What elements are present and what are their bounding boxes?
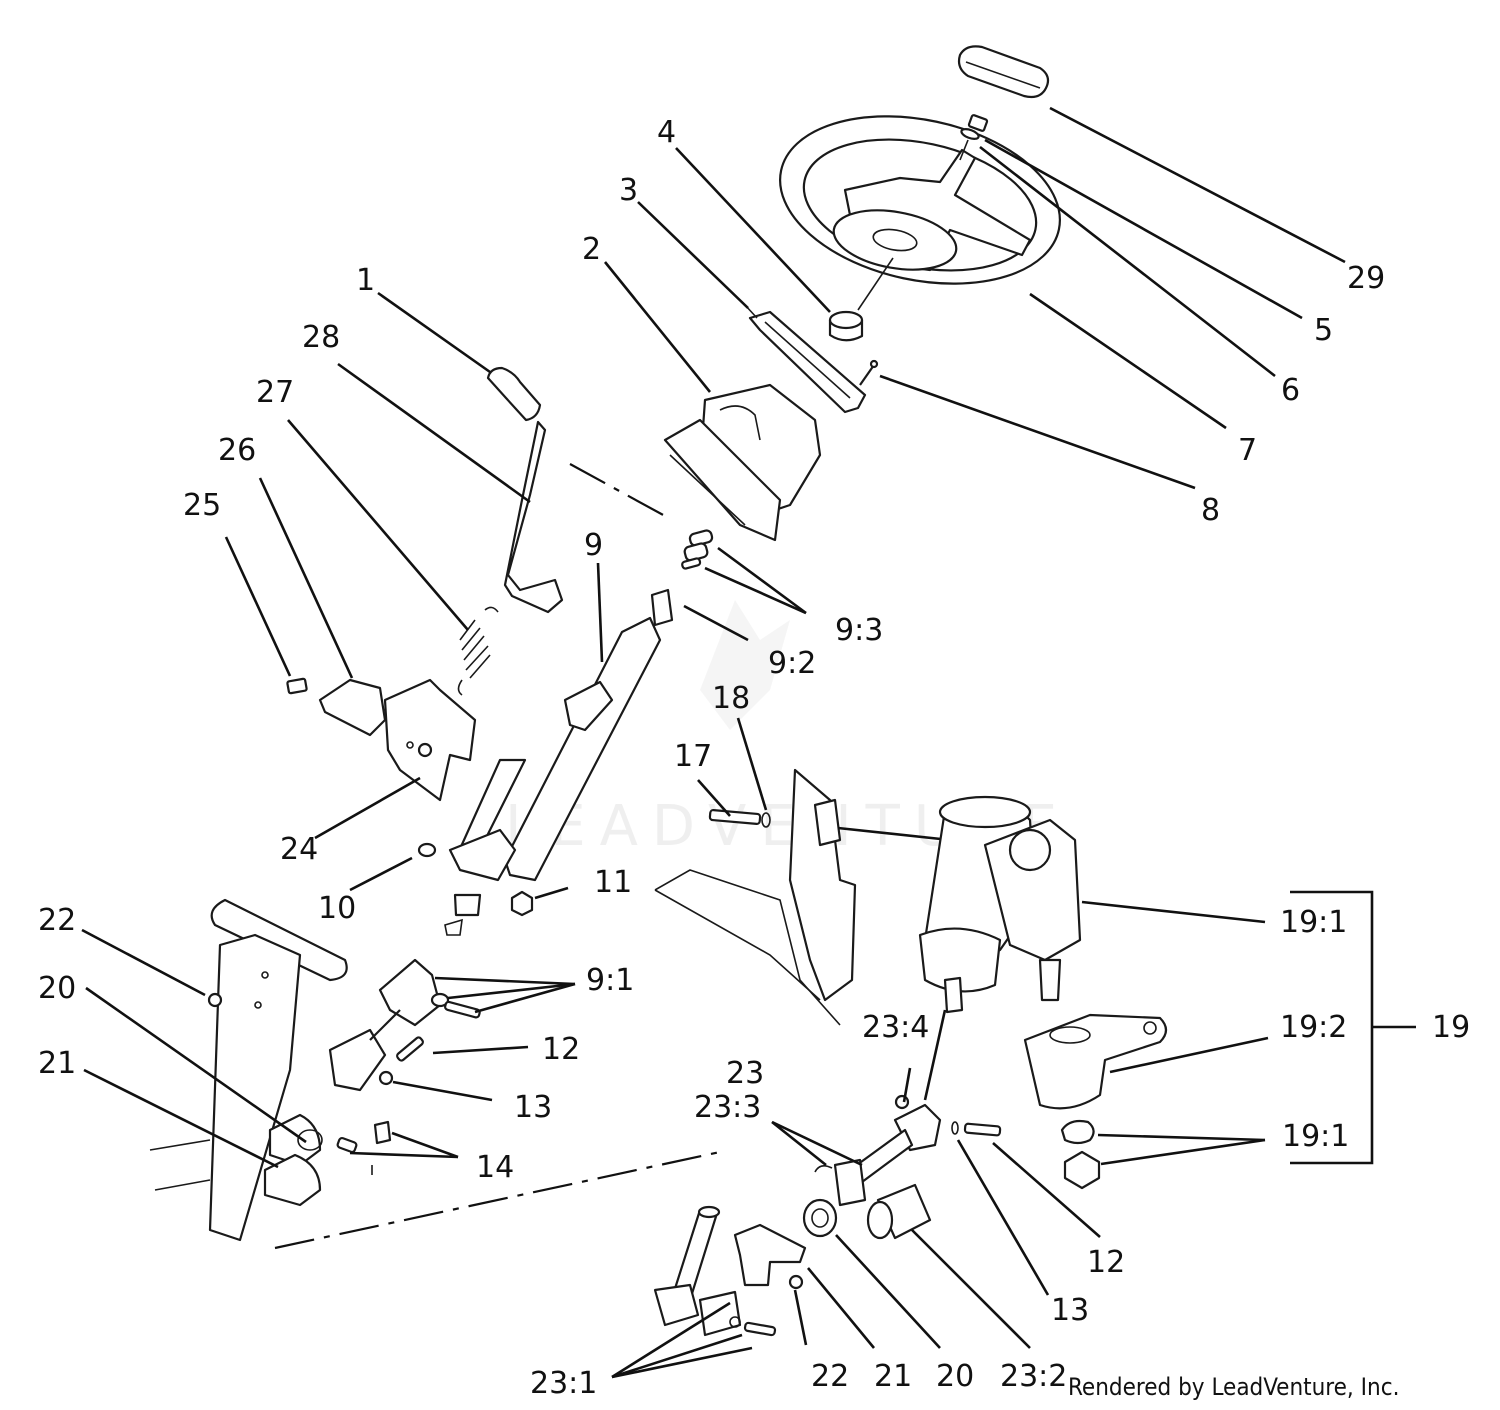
callout-26: 26 xyxy=(218,433,256,468)
column-nut-part xyxy=(510,890,534,917)
callout-29: 29 xyxy=(1347,261,1385,296)
upper-bolt-part xyxy=(396,1036,424,1062)
callout-9-3: 9:3 xyxy=(835,613,883,648)
callout-19-1-lower: 19:1 xyxy=(1282,1119,1349,1154)
steering-wheel-part xyxy=(779,115,1061,285)
callout-12-lower: 12 xyxy=(1087,1245,1125,1280)
lower-bearing-part xyxy=(802,1198,838,1238)
callout-25: 25 xyxy=(183,488,221,523)
column-pins-part xyxy=(681,529,714,570)
lower-bushing-part xyxy=(866,1183,932,1240)
retaining-clip-part xyxy=(1060,1119,1095,1145)
callout-21-upper: 21 xyxy=(38,1046,76,1081)
lower-bracket-part xyxy=(733,1223,807,1290)
callout-9: 9 xyxy=(584,528,603,563)
column-cover-part xyxy=(663,383,822,542)
callout-13-lower: 13 xyxy=(1051,1293,1089,1328)
steering-column-part xyxy=(444,588,674,936)
callout-8: 8 xyxy=(1201,493,1220,528)
callout-5: 5 xyxy=(1314,313,1333,348)
callout-23-4: 23:4 xyxy=(862,1010,929,1045)
callout-labels: 1 2 3 4 5 6 7 8 9 9:3 9:2 18 17 10 11 9:… xyxy=(38,115,1470,1401)
screw-part xyxy=(859,359,879,386)
callout-23-1: 23:1 xyxy=(530,1366,597,1401)
callout-17: 17 xyxy=(674,739,712,774)
callout-24: 24 xyxy=(280,832,318,867)
parts xyxy=(149,45,1168,1337)
callout-9-2: 9:2 xyxy=(768,646,816,681)
callout-23-2: 23:2 xyxy=(1000,1359,1067,1394)
callout-6: 6 xyxy=(1281,373,1300,408)
nut-part xyxy=(967,114,989,132)
callout-7: 7 xyxy=(1238,433,1257,468)
callout-9-1: 9:1 xyxy=(586,963,634,998)
callout-3: 3 xyxy=(619,173,638,208)
lever-part xyxy=(486,366,564,614)
upper-nut-part xyxy=(378,1070,394,1086)
callout-13-upper: 13 xyxy=(514,1090,552,1125)
steering-gear-part xyxy=(918,795,1082,1014)
frame-post-part xyxy=(149,898,348,1242)
callout-21-lower: 21 xyxy=(874,1359,912,1394)
callout-4: 4 xyxy=(657,115,676,150)
callout-23-3: 23:3 xyxy=(694,1090,761,1125)
lower-u-joint-part xyxy=(833,1094,1002,1207)
callout-28: 28 xyxy=(302,320,340,355)
pitman-arm-part xyxy=(1023,1013,1168,1110)
upper-u-joint-part xyxy=(328,958,481,1092)
spring-part xyxy=(457,606,499,696)
callout-20-lower: 20 xyxy=(936,1359,974,1394)
callout-19-2: 19:2 xyxy=(1280,1010,1347,1045)
callout-22-upper: 22 xyxy=(38,903,76,938)
column-washer-part xyxy=(417,842,437,858)
frame-rail-part xyxy=(654,768,857,1026)
credit-text: Rendered by LeadVenture, Inc. xyxy=(1068,1373,1399,1401)
callout-1: 1 xyxy=(356,263,375,298)
assembly-centerline-upper xyxy=(569,463,666,517)
bracket-bolts-part xyxy=(336,1120,392,1175)
callout-11: 11 xyxy=(594,865,632,900)
shaft-clip-part xyxy=(814,1164,833,1173)
callout-19: 19 xyxy=(1432,1010,1470,1045)
lower-shaft-part xyxy=(653,1205,777,1337)
gearbox-bolt-part xyxy=(708,808,771,828)
callout-20-upper: 20 xyxy=(38,971,76,1006)
wheel-cap-part xyxy=(957,45,1050,99)
pedal-bracket-part xyxy=(286,677,477,802)
callout-14: 14 xyxy=(476,1150,514,1185)
callout-12-upper: 12 xyxy=(542,1032,580,1067)
callout-10: 10 xyxy=(318,891,356,926)
callout-27: 27 xyxy=(256,375,294,410)
callout-18: 18 xyxy=(712,681,750,716)
callout-2: 2 xyxy=(582,232,601,267)
assembly-centerline-lower xyxy=(274,1150,721,1250)
callout-22-lower: 22 xyxy=(811,1359,849,1394)
callout-23: 23 xyxy=(726,1056,764,1091)
bushing-part xyxy=(828,310,864,342)
pitman-nut-part xyxy=(1063,1150,1101,1190)
leader-lines xyxy=(81,106,1416,1379)
washer-part xyxy=(960,128,980,140)
callout-19-1-upper: 19:1 xyxy=(1280,905,1347,940)
